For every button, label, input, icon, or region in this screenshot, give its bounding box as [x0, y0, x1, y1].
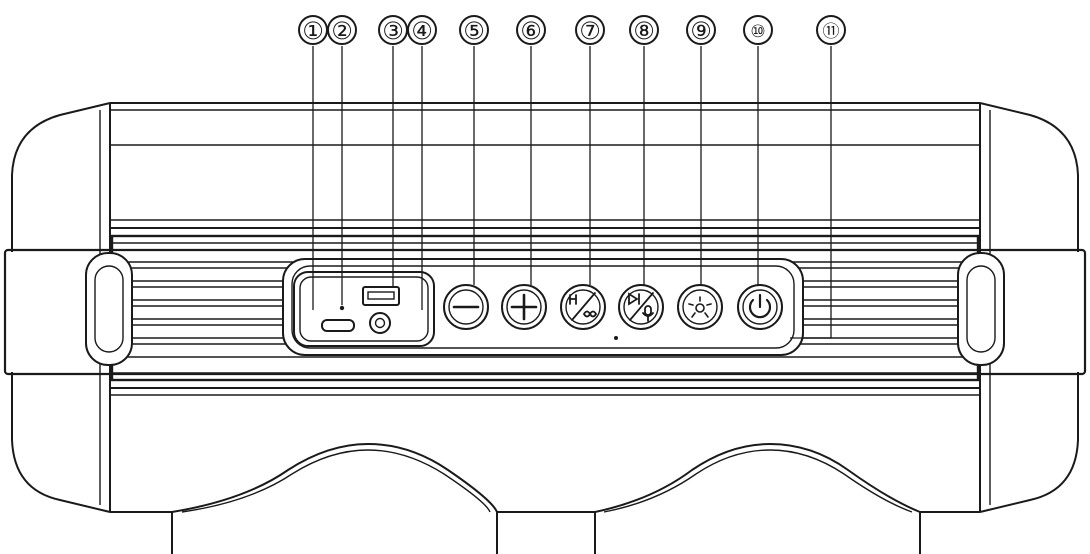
callout-3: ③ [382, 17, 404, 45]
speaker-body [11, 102, 1079, 513]
aux-jack-icon[interactable] [369, 312, 391, 334]
micro-usb-port-icon[interactable] [321, 319, 355, 332]
right-end-cap-top [979, 102, 1079, 252]
left-end-cap-top [11, 102, 111, 252]
minus-button[interactable] [443, 284, 489, 330]
mode-icon [569, 292, 598, 321]
callout-labels: ① ② ③ ④ ⑤ ⑥ ⑦ ⑧ ⑨ ⑩ ⑪ [298, 15, 846, 45]
left-end-cap-bottom [11, 372, 111, 513]
left-strap-loop [85, 252, 133, 366]
pointer-11 [790, 46, 832, 339]
right-end-cap-bottom [979, 372, 1079, 513]
callout-2: ② [331, 17, 353, 45]
plus-icon [510, 293, 538, 321]
light-icon [688, 296, 712, 318]
led-indicator [339, 305, 345, 311]
play-mic-icon [628, 292, 654, 322]
callout-10: ⑩ [750, 22, 765, 42]
speaker-feet [171, 442, 921, 554]
usb-port-icon[interactable] [362, 286, 400, 306]
right-strap-loop [957, 252, 1005, 366]
callout-5: ⑤ [463, 17, 485, 45]
callout-7: ⑦ [579, 17, 601, 45]
port-cover [293, 271, 435, 347]
mode-button[interactable] [560, 284, 606, 330]
plus-button[interactable] [501, 284, 547, 330]
light-button[interactable] [677, 284, 723, 330]
callout-11: ⑪ [823, 22, 840, 42]
callout-9: ⑨ [690, 17, 712, 45]
callout-6: ⑥ [520, 17, 542, 45]
play-mic-button[interactable] [618, 284, 664, 330]
power-icon [748, 293, 772, 319]
leader-lines [312, 46, 832, 339]
callout-1: ① [302, 17, 324, 45]
callout-8: ⑧ [633, 17, 655, 45]
callout-4: ④ [411, 17, 433, 45]
strap-band [3, 234, 1087, 382]
power-button[interactable] [737, 284, 783, 330]
